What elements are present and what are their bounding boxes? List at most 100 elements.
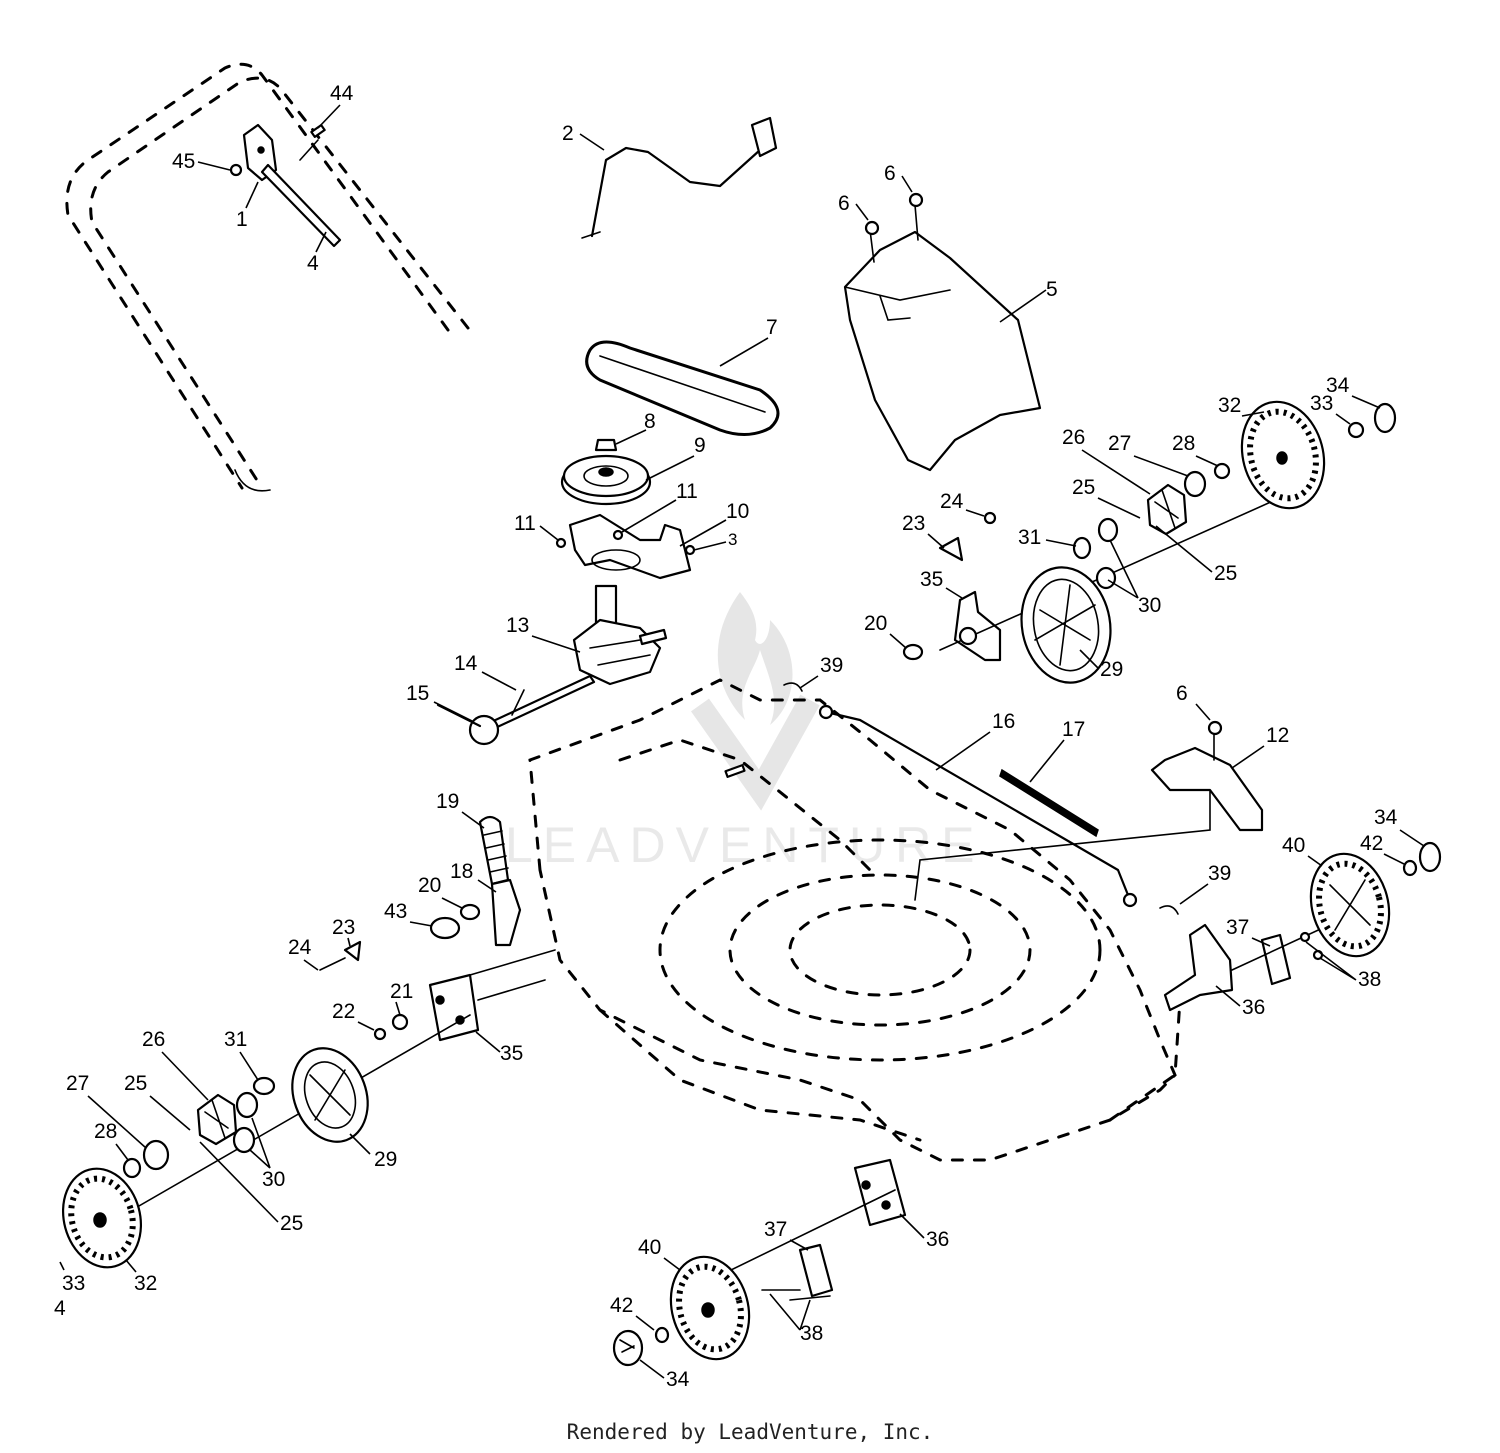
callout-38a: 38 xyxy=(1305,941,1381,991)
part-9-pulley xyxy=(560,438,652,506)
svg-text:26: 26 xyxy=(1062,426,1085,449)
right-front-wheel-assembly xyxy=(1163,841,1442,1012)
callout-39a: 39 xyxy=(799,654,843,689)
callout-1: 1 xyxy=(236,181,259,231)
callout-14: 14 xyxy=(454,652,517,691)
svg-text:39: 39 xyxy=(1208,862,1231,885)
deck-dashed xyxy=(528,678,1182,1162)
svg-text:27: 27 xyxy=(1108,432,1131,455)
callout-11b: 11 xyxy=(621,480,698,533)
callout-40b: 40 xyxy=(638,1236,681,1271)
callout-9: 9 xyxy=(645,434,706,481)
callout-7: 7 xyxy=(719,316,778,367)
callout-5: 5 xyxy=(999,278,1058,323)
svg-text:29: 29 xyxy=(1100,658,1123,681)
callout-4b: 4 xyxy=(54,1297,66,1320)
svg-text:20: 20 xyxy=(418,874,441,897)
watermark-text: LEADVENTURE xyxy=(505,817,985,873)
callout-42a: 42 xyxy=(1360,832,1405,865)
callout-25b: 25 xyxy=(1155,525,1237,585)
svg-text:18: 18 xyxy=(450,860,473,883)
callout-10: 10 xyxy=(679,500,749,547)
svg-text:44: 44 xyxy=(330,82,354,105)
callout-38b: 38 xyxy=(769,1293,823,1345)
svg-text:14: 14 xyxy=(454,652,478,675)
svg-text:32: 32 xyxy=(1218,394,1241,417)
callout-13: 13 xyxy=(506,614,581,653)
callout-42b: 42 xyxy=(610,1294,655,1331)
svg-text:6: 6 xyxy=(838,192,850,215)
svg-text:23: 23 xyxy=(902,512,925,535)
callout-34a: 34 xyxy=(1326,374,1381,409)
callout-26a: 26 xyxy=(1062,426,1151,495)
svg-text:33: 33 xyxy=(62,1272,85,1295)
svg-text:8: 8 xyxy=(644,410,656,433)
callout-32b: 32 xyxy=(125,1259,157,1295)
callout-20a: 20 xyxy=(864,612,907,649)
callout-23b: 23 xyxy=(332,916,355,947)
svg-text:34: 34 xyxy=(1326,374,1350,397)
svg-text:19: 19 xyxy=(436,790,459,813)
handle-dashed xyxy=(65,62,470,492)
callout-3: 3 xyxy=(693,530,737,551)
svg-text:30: 30 xyxy=(262,1168,285,1191)
svg-text:23: 23 xyxy=(332,916,355,939)
callout-34b: 34 xyxy=(1374,806,1425,847)
svg-text:36: 36 xyxy=(1242,996,1265,1019)
svg-text:6: 6 xyxy=(884,162,896,185)
svg-text:21: 21 xyxy=(390,980,413,1003)
svg-text:29: 29 xyxy=(374,1148,397,1171)
svg-text:4: 4 xyxy=(54,1297,66,1320)
callout-21: 21 xyxy=(390,980,413,1016)
callout-30a: 30 xyxy=(1107,539,1161,617)
callout-2: 2 xyxy=(562,122,605,151)
callout-36b: 36 xyxy=(899,1213,949,1251)
svg-text:43: 43 xyxy=(384,900,407,923)
svg-text:39: 39 xyxy=(820,654,843,677)
callout-30b: 30 xyxy=(249,1117,285,1191)
svg-text:13: 13 xyxy=(506,614,529,637)
svg-text:27: 27 xyxy=(66,1072,89,1095)
callout-24a: 24 xyxy=(940,490,985,517)
callout-31b: 31 xyxy=(224,1028,259,1081)
svg-text:31: 31 xyxy=(1018,526,1041,549)
callout-4: 4 xyxy=(307,231,327,275)
svg-text:25: 25 xyxy=(124,1072,147,1095)
svg-text:20: 20 xyxy=(864,612,887,635)
svg-text:1: 1 xyxy=(236,208,248,231)
part-19-lever xyxy=(429,815,522,947)
svg-text:34: 34 xyxy=(666,1368,690,1391)
callout-29b: 29 xyxy=(349,1133,397,1171)
svg-text:24: 24 xyxy=(940,490,964,513)
svg-text:16: 16 xyxy=(992,710,1015,733)
callout-11a: 11 xyxy=(514,512,559,541)
left-rear-wheel-assembly xyxy=(61,940,556,1269)
svg-text:37: 37 xyxy=(764,1218,787,1241)
svg-text:10: 10 xyxy=(726,500,749,523)
svg-text:9: 9 xyxy=(694,434,706,457)
part-7-belt xyxy=(585,340,780,436)
svg-text:11: 11 xyxy=(514,512,536,535)
svg-text:35: 35 xyxy=(920,568,943,591)
callout-34c: 34 xyxy=(639,1359,690,1391)
svg-text:4: 4 xyxy=(307,252,319,275)
callout-37a: 37 xyxy=(1226,916,1271,947)
callout-28b: 28 xyxy=(94,1120,129,1161)
rendered-by-footer: Rendered by LeadVenture, Inc. xyxy=(566,1420,934,1444)
callout-12: 12 xyxy=(1231,724,1289,769)
svg-text:12: 12 xyxy=(1266,724,1289,747)
callout-6b: 6 xyxy=(884,162,913,193)
part-16-rod xyxy=(783,682,1264,915)
svg-text:45: 45 xyxy=(172,150,195,173)
svg-text:42: 42 xyxy=(610,1294,633,1317)
callout-32a: 32 xyxy=(1218,394,1265,417)
callout-19: 19 xyxy=(436,790,485,829)
svg-text:5: 5 xyxy=(1046,278,1058,301)
part-5-chute xyxy=(843,192,1042,472)
svg-text:24: 24 xyxy=(288,936,312,959)
callout-35b: 35 xyxy=(475,1031,523,1065)
svg-text:22: 22 xyxy=(332,1000,355,1023)
svg-text:3: 3 xyxy=(728,530,737,549)
callout-44: 44 xyxy=(317,82,354,129)
